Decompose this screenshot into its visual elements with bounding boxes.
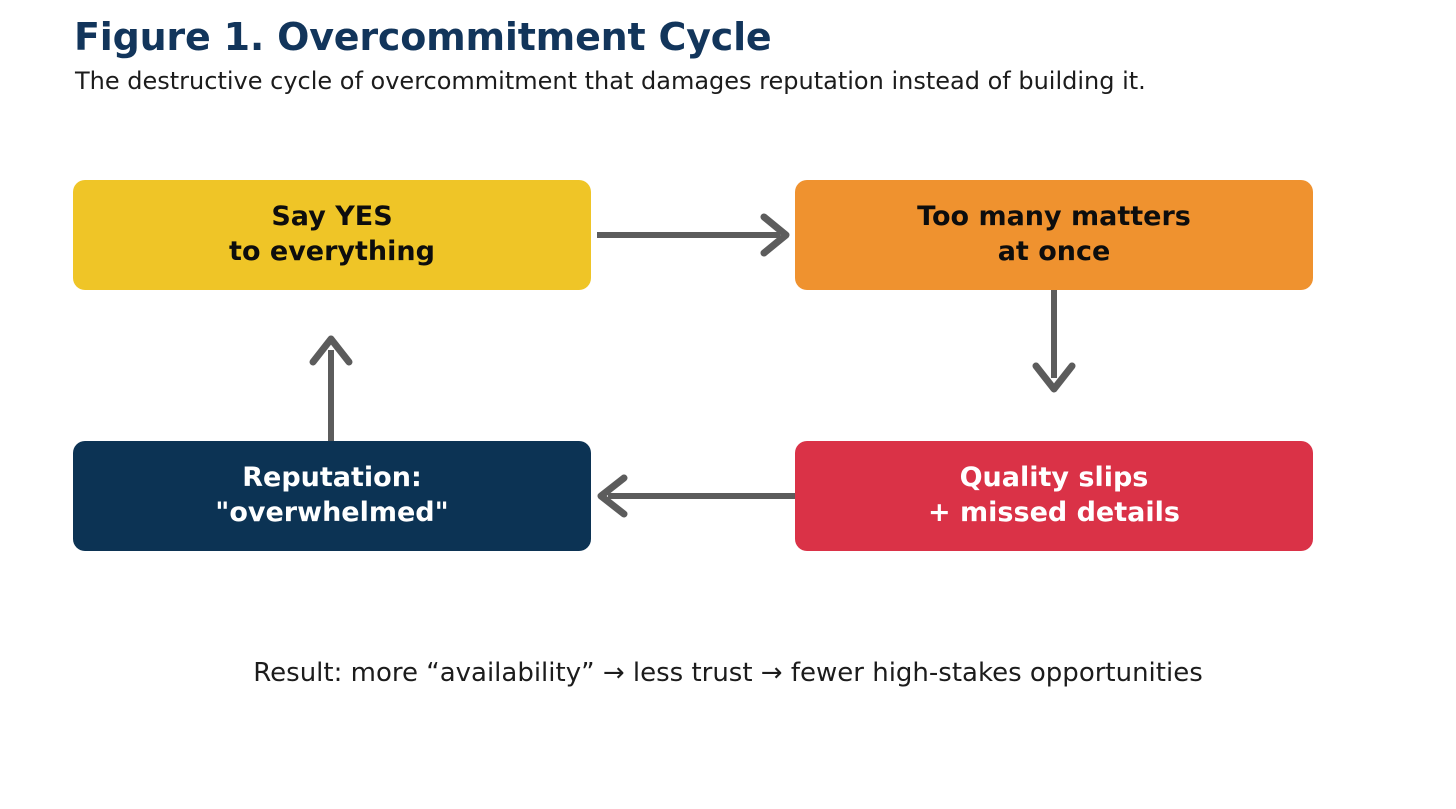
node-quality-slips-label: Quality slips + missed details <box>928 462 1180 528</box>
figure-footer-note: Result: more “availability” → less trust… <box>253 658 1203 688</box>
node-too-many-matters-label: Too many matters at once <box>917 201 1191 267</box>
node-reputation-overwhelmed-label: Reputation: "overwhelmed" <box>215 462 449 528</box>
node-say-yes[interactable]: Say YES to everything <box>73 180 591 290</box>
figure-subtitle: The destructive cycle of overcommitment … <box>75 67 1146 95</box>
arrow-reputation-to-yes <box>309 335 353 441</box>
node-say-yes-label: Say YES to everything <box>229 201 435 267</box>
figure-title: Figure 1. Overcommitment Cycle <box>74 15 772 59</box>
arrow-toomany-to-quality <box>1032 290 1076 393</box>
arrow-yes-to-toomany <box>597 213 790 257</box>
node-reputation-overwhelmed[interactable]: Reputation: "overwhelmed" <box>73 441 591 551</box>
node-too-many-matters[interactable]: Too many matters at once <box>795 180 1313 290</box>
node-quality-slips[interactable]: Quality slips + missed details <box>795 441 1313 551</box>
